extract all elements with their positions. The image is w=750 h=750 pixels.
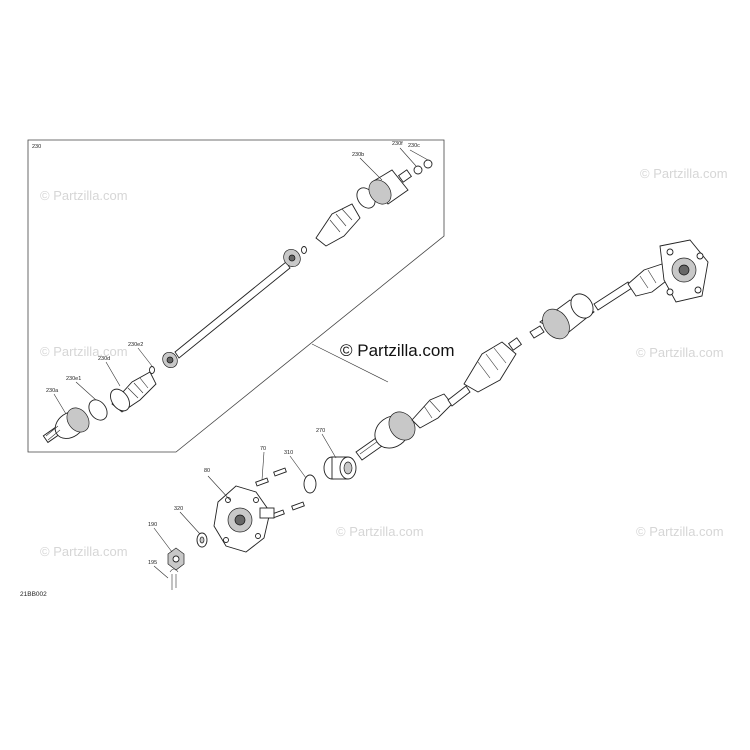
boot-upper: [315, 203, 361, 247]
hub-hardware: [167, 456, 357, 590]
cv-joint-left: [374, 411, 416, 449]
nut-190: [167, 547, 185, 571]
cv-joint-outer-230a: [42, 407, 90, 444]
watermark-center: © Partzilla.com: [340, 341, 455, 360]
boot-middle: [463, 337, 523, 393]
spider-upper: [283, 246, 307, 268]
assembly-box: [27, 139, 445, 453]
callout-labels: 230f 230c 230b 230e2 230d 230e1 230a 270…: [46, 141, 420, 566]
watermark-mr: © Partzilla.com: [636, 345, 724, 360]
boot-230d: [110, 371, 157, 413]
washer-320: [196, 532, 208, 548]
drive-shaft-assembly: [355, 239, 709, 461]
label-230f: 230f: [392, 141, 403, 147]
label-230e2: 230e2: [128, 342, 143, 348]
label-230b: 230b: [352, 152, 364, 158]
leader-lines: [53, 147, 429, 579]
bolts-70: [255, 467, 305, 519]
watermark-bc: © Partzilla.com: [336, 524, 424, 539]
label-320: 320: [174, 506, 183, 512]
shaft-inner: [174, 261, 291, 359]
watermarks: © Partzilla.com © Partzilla.com © Partzi…: [40, 166, 728, 559]
watermark-tr: © Partzilla.com: [640, 166, 728, 181]
label-270: 270: [316, 428, 325, 434]
flange-right: [659, 239, 709, 303]
cotter-pin-195: [169, 568, 179, 590]
cv-housing-right: [539, 293, 595, 340]
watermark-br: © Partzilla.com: [636, 524, 724, 539]
boot-left: [411, 393, 453, 429]
label-195: 195: [148, 560, 157, 566]
bearing-270: [323, 456, 357, 480]
exploded-assembly: [42, 159, 433, 444]
label-230c: 230c: [408, 143, 420, 149]
circlip-310: [303, 474, 317, 494]
figure-code: 21BB002: [20, 591, 47, 598]
spider-inner: [162, 351, 178, 369]
clamp-ring-230e1: [88, 399, 108, 421]
wheel-hub-80: [213, 485, 275, 553]
label-190: 190: [148, 522, 157, 528]
label-230a: 230a: [46, 388, 59, 394]
label-80: 80: [204, 468, 210, 474]
ring-230e2: [149, 366, 155, 374]
callout-line-box: [311, 343, 389, 383]
circlip-230f: [413, 165, 423, 175]
label-70: 70: [260, 446, 266, 452]
housing-230b: [368, 169, 413, 205]
label-310: 310: [284, 450, 293, 456]
box-label: 230: [32, 144, 41, 150]
watermark-bl: © Partzilla.com: [40, 544, 128, 559]
watermark-ml: © Partzilla.com: [40, 344, 128, 359]
watermark-tl: © Partzilla.com: [40, 188, 128, 203]
label-230d: 230d: [98, 356, 110, 362]
label-230e1: 230e1: [66, 376, 81, 382]
circlip-230c: [423, 159, 433, 169]
